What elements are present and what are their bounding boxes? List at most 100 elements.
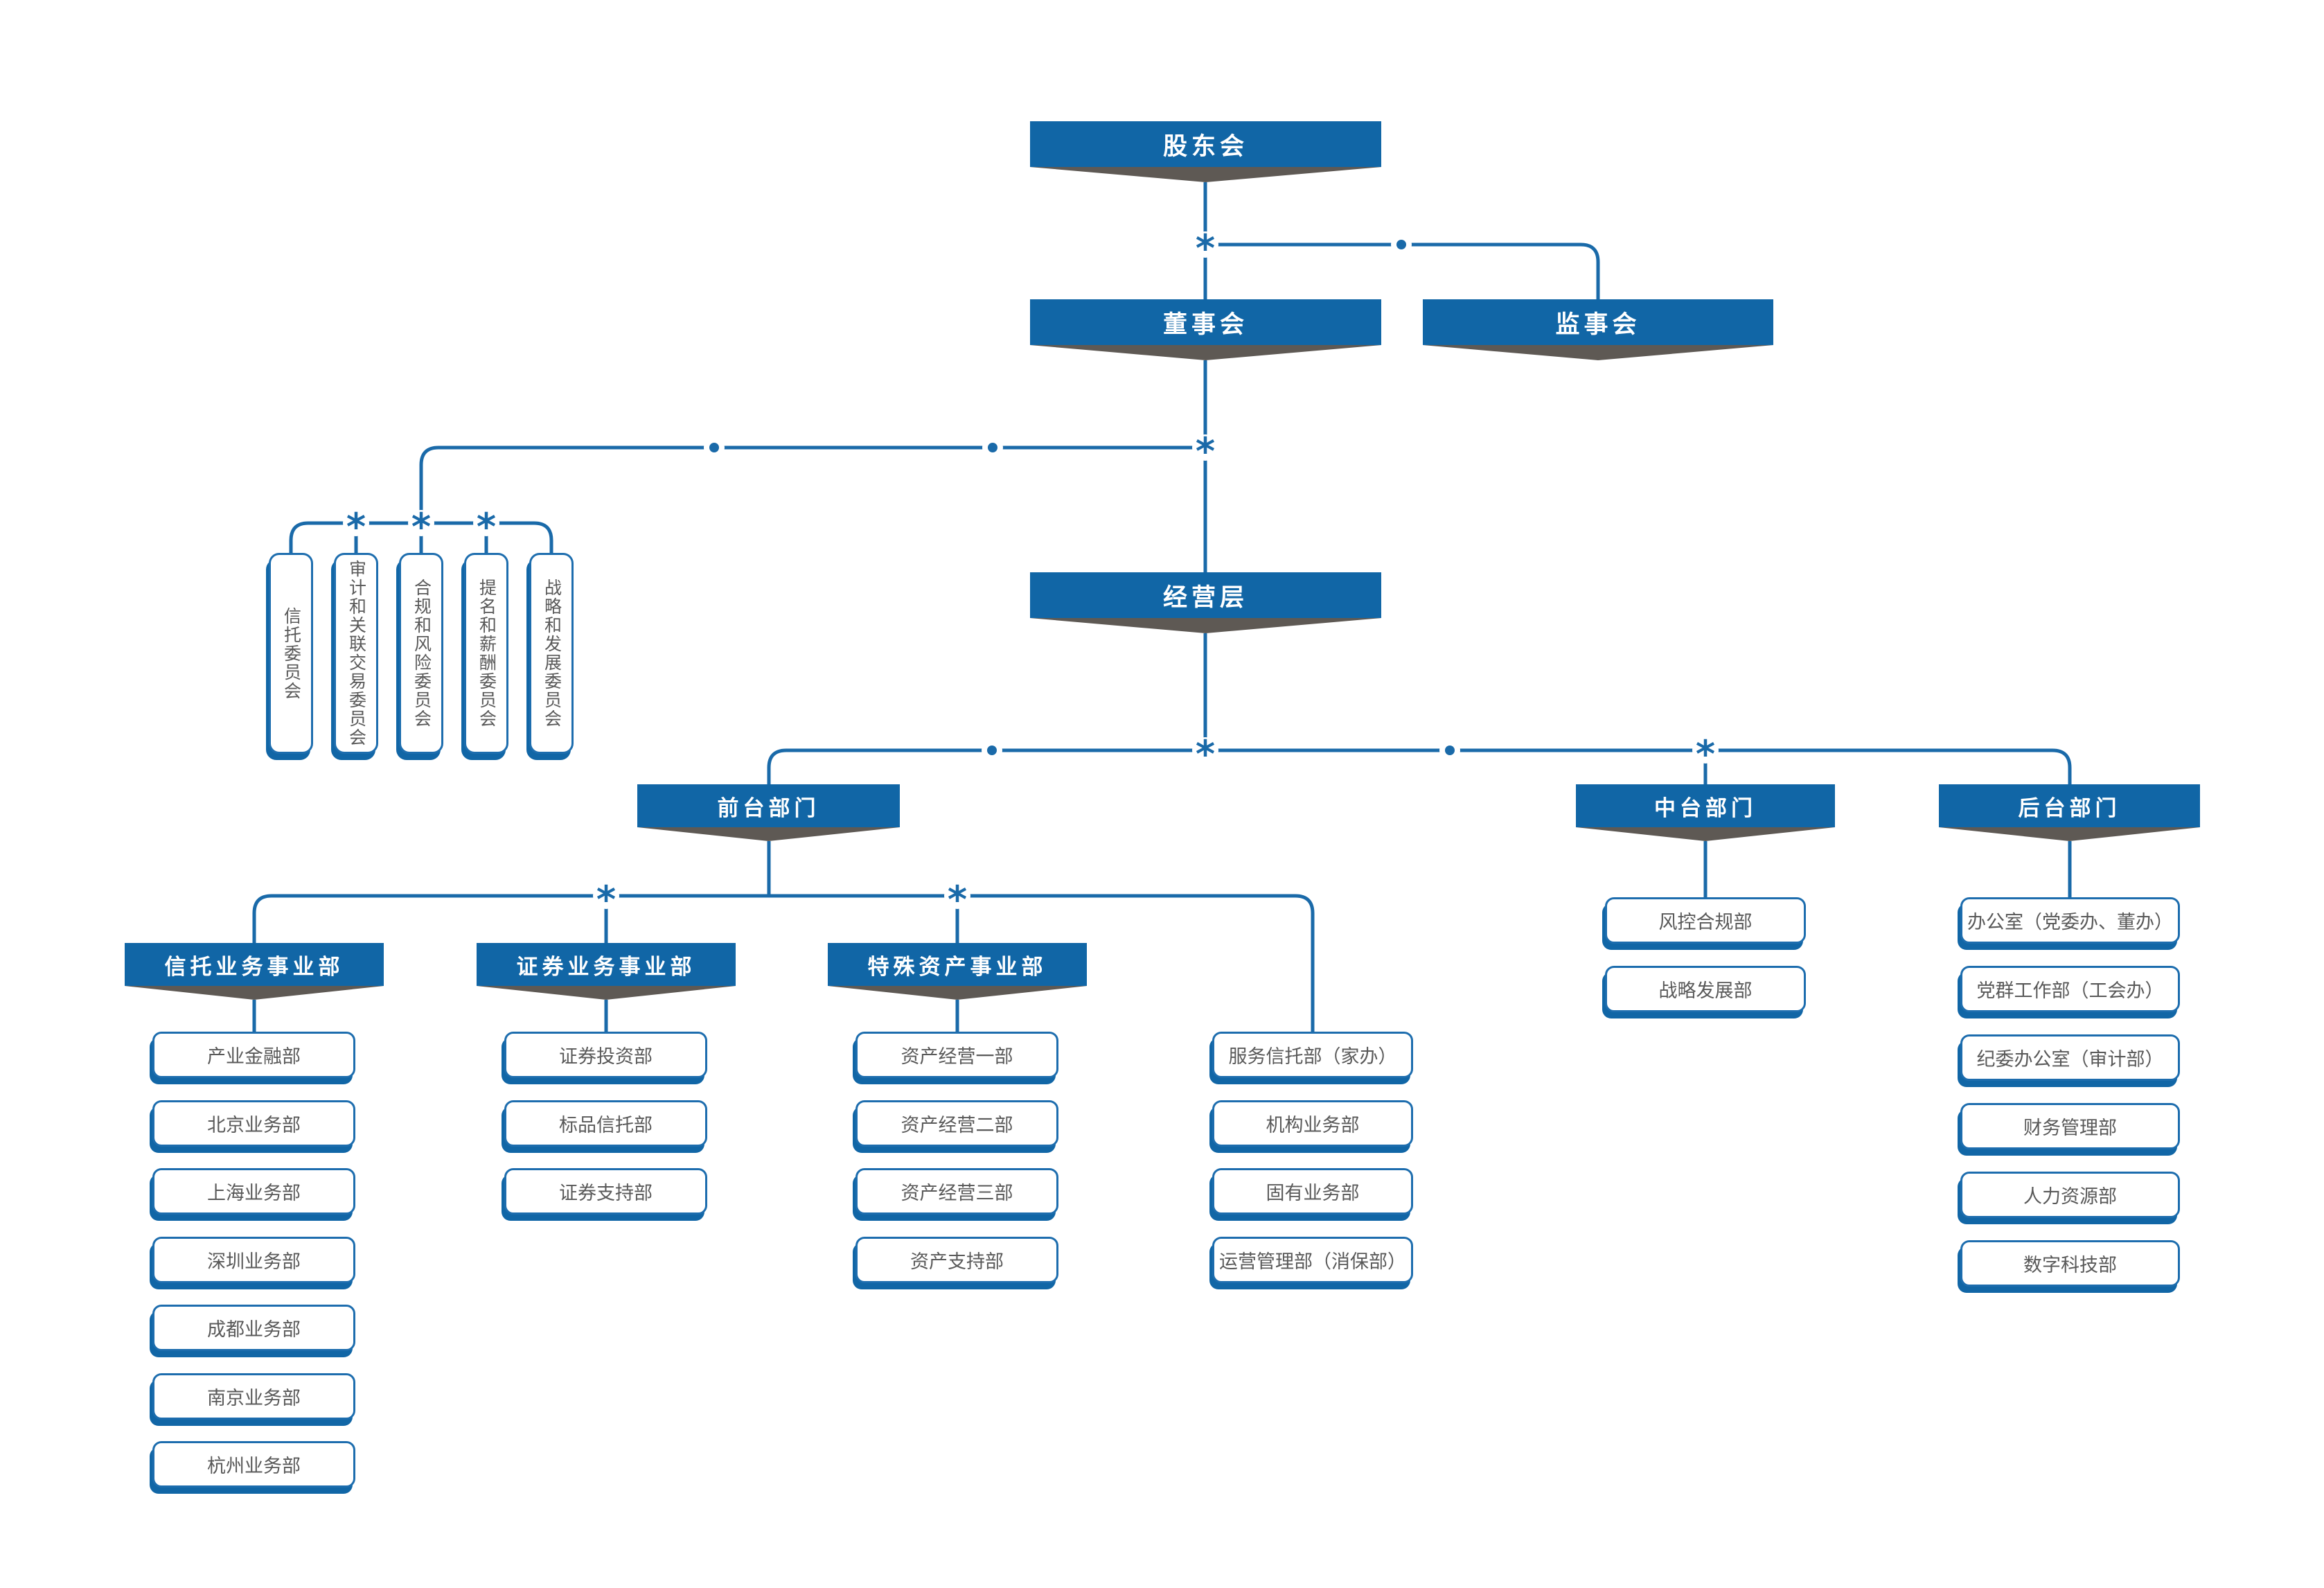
box-label: 机构业务部 <box>1266 1114 1360 1136</box>
svg-text:*: * <box>346 505 366 549</box>
dept-box: 杭州业务部 <box>152 1441 355 1488</box>
banner-management: 经营层 <box>1030 572 1381 618</box>
banner-label: 中台部门 <box>1654 795 1757 820</box>
box-label: 资产经营二部 <box>901 1114 1013 1136</box>
svg-text:*: * <box>1196 227 1215 270</box>
dept-box: 资产支持部 <box>855 1236 1058 1283</box>
banner-board: 董事会 <box>1030 299 1381 345</box>
banner-front-office: 前台部门 <box>637 784 900 827</box>
dept-box: 风控合规部 <box>1605 897 1806 944</box>
committee-box: 审计和关联交易委员会 <box>334 553 378 754</box>
banner-label: 董事会 <box>1162 310 1248 338</box>
committees-row: 信托委员会 审计和关联交易委员会 合规和风险委员会 提名和薪酬委员会 战略和发展委员会 <box>269 553 574 754</box>
box-label: 标品信托部 <box>559 1114 653 1136</box>
box-label: 证券投资部 <box>559 1046 653 1067</box>
box-label: 信托委员会 <box>281 606 301 700</box>
committee-box: 战略和发展委员会 <box>529 553 574 754</box>
dept-box: 纪委办公室（审计部） <box>1960 1034 2180 1081</box>
box-label: 人力资源部 <box>2023 1186 2117 1207</box>
box-label: 审计和关联交易委员会 <box>346 560 366 747</box>
svg-text:*: * <box>948 878 967 921</box>
connector-line <box>1205 242 1600 299</box>
dept-box: 机构业务部 <box>1212 1100 1413 1147</box>
dept-box: 资产经营一部 <box>855 1032 1058 1078</box>
dept-box: 证券支持部 <box>504 1168 707 1215</box>
connector-dot <box>1391 234 1412 255</box>
junction-asterisk-icon: * <box>343 505 369 549</box>
banner-label: 前台部门 <box>717 795 820 820</box>
dept-box: 党群工作部（工会办） <box>1960 966 2180 1012</box>
box-label: 战略发展部 <box>1658 980 1753 1001</box>
svg-text:*: * <box>596 878 616 921</box>
box-label: 战略和发展委员会 <box>542 579 562 728</box>
box-label: 风控合规部 <box>1658 912 1753 933</box>
dept-box: 战略发展部 <box>1605 966 1806 1012</box>
svg-text:*: * <box>1696 732 1715 776</box>
junction-asterisk-icon: * <box>1192 227 1218 270</box>
box-label: 数字科技部 <box>2023 1255 2117 1276</box>
dept-box: 证券投资部 <box>504 1032 707 1078</box>
committee-box: 合规和风险委员会 <box>399 553 443 754</box>
banner-shareholders: 股东会 <box>1030 121 1381 167</box>
box-label: 提名和薪酬委员会 <box>477 579 497 728</box>
dept-box: 资产经营三部 <box>855 1168 1058 1215</box>
connector-dot <box>982 740 1002 761</box>
banner-special-assets-division: 特殊资产事业部 <box>828 943 1087 986</box>
junction-asterisk-icon: * <box>408 505 434 549</box>
dept-box: 人力资源部 <box>1960 1172 2180 1218</box>
connector-line <box>767 748 2072 784</box>
box-label: 资产支持部 <box>910 1251 1004 1272</box>
dept-box: 资产经营二部 <box>855 1100 1058 1147</box>
box-label: 深圳业务部 <box>207 1251 301 1272</box>
connector-dot <box>982 437 1003 458</box>
svg-text:*: * <box>1196 732 1215 776</box>
junction-asterisk-icon: * <box>1692 732 1719 776</box>
box-label: 上海业务部 <box>207 1183 301 1203</box>
dept-col-middle-office: 风控合规部战略发展部 <box>1605 897 1806 1012</box>
junction-asterisk-icon: * <box>473 505 499 549</box>
junction-asterisk-icon: * <box>593 878 619 921</box>
banner-middle-office: 中台部门 <box>1576 784 1835 827</box>
banner-label: 信托业务事业部 <box>164 954 344 979</box>
dept-box: 深圳业务部 <box>152 1236 355 1283</box>
banner-label: 监事会 <box>1555 310 1641 338</box>
dept-col-securities-business: 证券投资部标品信托部证券支持部 <box>504 1032 707 1215</box>
dept-col-special-assets: 资产经营一部资产经营二部资产经营三部资产支持部 <box>855 1032 1058 1283</box>
box-label: 资产经营三部 <box>901 1183 1013 1203</box>
junction-asterisk-icon: * <box>1192 430 1218 473</box>
box-label: 北京业务部 <box>207 1114 301 1136</box>
box-label: 运营管理部（消保部） <box>1219 1251 1406 1272</box>
banner-securities-business-division: 证券业务事业部 <box>477 943 736 986</box>
banner-back-office: 后台部门 <box>1939 784 2200 827</box>
dept-box: 成都业务部 <box>152 1305 355 1351</box>
banner-trust-business-division: 信托业务事业部 <box>125 943 384 986</box>
banner-label: 特殊资产事业部 <box>867 954 1047 979</box>
box-label: 固有业务部 <box>1266 1183 1360 1203</box>
box-label: 党群工作部（工会办） <box>1976 980 2164 1001</box>
connector-line <box>252 894 1315 1032</box>
svg-text:*: * <box>1196 430 1215 473</box>
dept-box: 固有业务部 <box>1212 1168 1413 1215</box>
box-label: 服务信托部（家办） <box>1228 1046 1397 1067</box>
box-label: 产业金融部 <box>207 1046 301 1067</box>
connector-dot <box>704 437 725 458</box>
svg-text:*: * <box>477 505 496 549</box>
junction-asterisk-icon: * <box>944 878 970 921</box>
banner-label: 经营层 <box>1162 583 1248 611</box>
dept-col-back-office: 办公室（党委办、董办） 党群工作部（工会办） 纪委办公室（审计部） 财务管理部人力资源… <box>1960 897 2180 1287</box>
dept-box: 办公室（党委办、董办） <box>1960 897 2180 944</box>
box-label: 财务管理部 <box>2023 1118 2117 1138</box>
dept-box: 产业金融部 <box>152 1032 355 1078</box>
dept-box: 数字科技部 <box>1960 1240 2180 1287</box>
svg-text:*: * <box>411 505 431 549</box>
dept-col-service-trust: 服务信托部（家办） 机构业务部固有业务部运营管理部（消保部） <box>1212 1032 1413 1283</box>
box-label: 南京业务部 <box>207 1387 301 1409</box>
dept-col-trust-business: 产业金融部北京业务部上海业务部深圳业务部成都业务部南京业务部杭州业务部 <box>152 1032 355 1488</box>
banner-label: 股东会 <box>1162 132 1248 160</box>
connector-line <box>419 445 1205 523</box>
dept-box: 北京业务部 <box>152 1100 355 1147</box>
banner-label: 后台部门 <box>2018 795 2121 820</box>
box-label: 纪委办公室（审计部） <box>1976 1049 2164 1070</box>
dept-box: 运营管理部（消保部） <box>1212 1236 1413 1283</box>
